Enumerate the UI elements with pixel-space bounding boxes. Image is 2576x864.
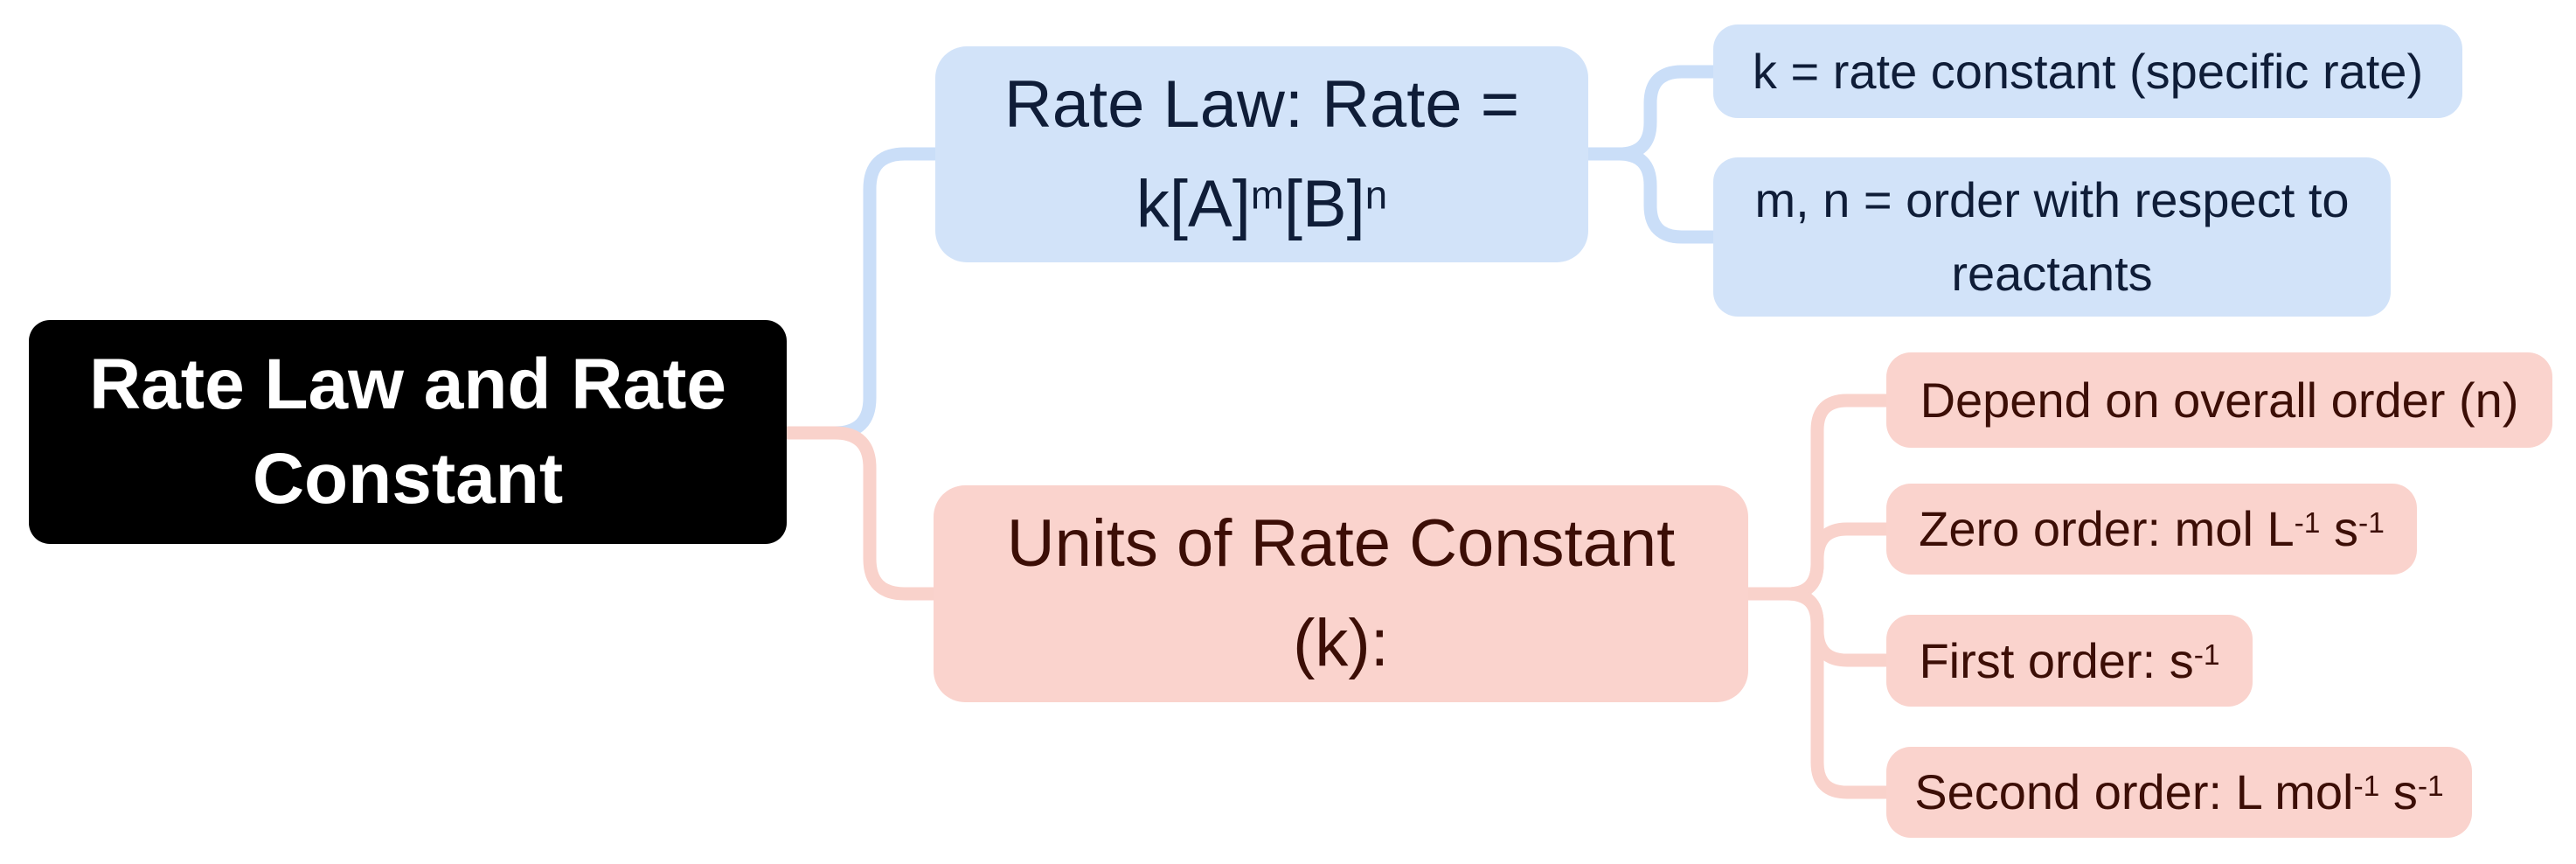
edge-root-to-units	[787, 426, 942, 601]
node-depend-overall-order[interactable]: Depend on overall order (n)	[1886, 352, 2552, 448]
node-zero-order-label: Zero order: mol L-1 s-1	[1919, 501, 2385, 556]
node-second-order[interactable]: Second order: L mol-1 s-1	[1886, 747, 2472, 838]
edge-units-to-zero-order	[1739, 522, 1895, 601]
node-second-order-label: Second order: L mol-1 s-1	[1914, 764, 2444, 819]
node-zero-order[interactable]: Zero order: mol L-1 s-1	[1886, 484, 2417, 575]
node-depend-label: Depend on overall order (n)	[1920, 372, 2519, 428]
node-k-definition-label: k = rate constant (specific rate)	[1752, 43, 2424, 99]
edge-rate-law-to-k-definition	[1582, 65, 1722, 161]
node-first-order[interactable]: First order: s-1	[1886, 615, 2253, 707]
node-mn-definition-label: m, n = order with respect to reactants	[1754, 172, 2350, 301]
edge-rate-law-to-mn-definition	[1582, 147, 1722, 244]
node-k-definition[interactable]: k = rate constant (specific rate)	[1713, 24, 2462, 118]
node-mn-definition[interactable]: m, n = order with respect to reactants	[1713, 157, 2391, 317]
node-rate-law-label: Rate Law: Rate = k[A]m[B]n	[1003, 66, 1520, 241]
node-first-order-label: First order: s-1	[1919, 632, 2220, 688]
node-root[interactable]: Rate Law and Rate Constant	[29, 320, 787, 544]
edge-root-to-rate-law	[787, 147, 944, 440]
node-units-label: Units of Rate Constant (k):	[1006, 506, 1676, 680]
node-units-of-rate-constant[interactable]: Units of Rate Constant (k):	[934, 485, 1748, 702]
node-rate-law[interactable]: Rate Law: Rate = k[A]m[B]n	[935, 46, 1588, 262]
node-root-label: Rate Law and Rate Constant	[88, 344, 727, 519]
edge-units-to-second-order	[1739, 587, 1895, 799]
